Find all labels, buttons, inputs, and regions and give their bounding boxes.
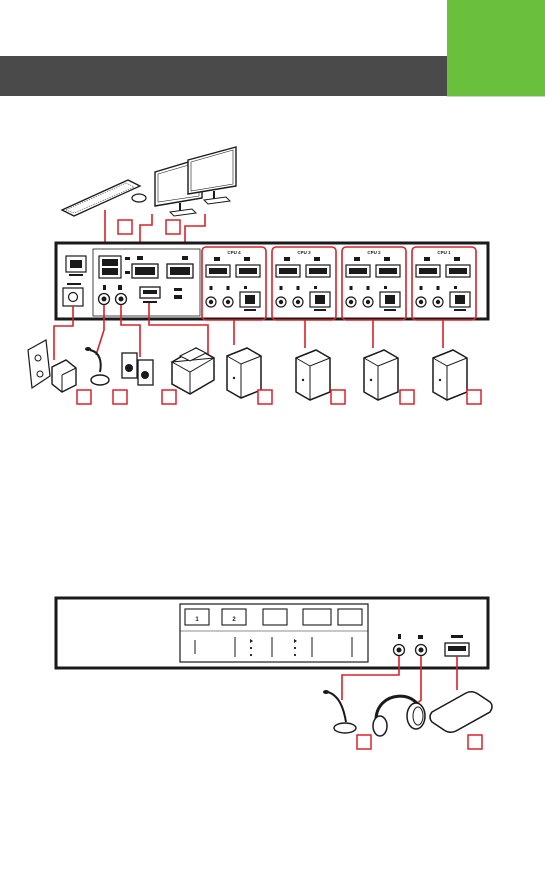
callout-box: [468, 735, 482, 749]
computer-tower-icon: [227, 348, 261, 398]
port-button-3[interactable]: [263, 609, 287, 625]
printer-icon: [172, 348, 214, 394]
port-button-5[interactable]: [338, 609, 362, 625]
cpu-group-label: CPU 3: [297, 250, 311, 255]
callout-box: [357, 735, 371, 749]
keyboard-icon: [62, 180, 140, 216]
wall-outlet-icon: [28, 340, 50, 388]
speakers-icon: [122, 353, 153, 385]
callout-row: [77, 390, 481, 404]
power-adapter-icon: [52, 360, 76, 392]
port-button-4[interactable]: [303, 609, 331, 625]
cpu-group-label: CPU 1: [437, 250, 451, 255]
headphones-icon: [373, 696, 425, 736]
front-microphone-icon: [323, 690, 356, 733]
callout-box: [166, 220, 180, 234]
computer-tower-icon: [364, 350, 398, 400]
mouse-icon: [132, 194, 146, 202]
cpu-group-label: CPU 4: [227, 250, 241, 255]
callout-box: [118, 220, 132, 234]
microphone-icon: [85, 347, 109, 385]
cpu-group-label: CPU 2: [367, 250, 381, 255]
computer-tower-icon: [433, 350, 467, 400]
computer-tower-icon: [296, 350, 330, 400]
usb-drive-icon: [430, 692, 492, 733]
